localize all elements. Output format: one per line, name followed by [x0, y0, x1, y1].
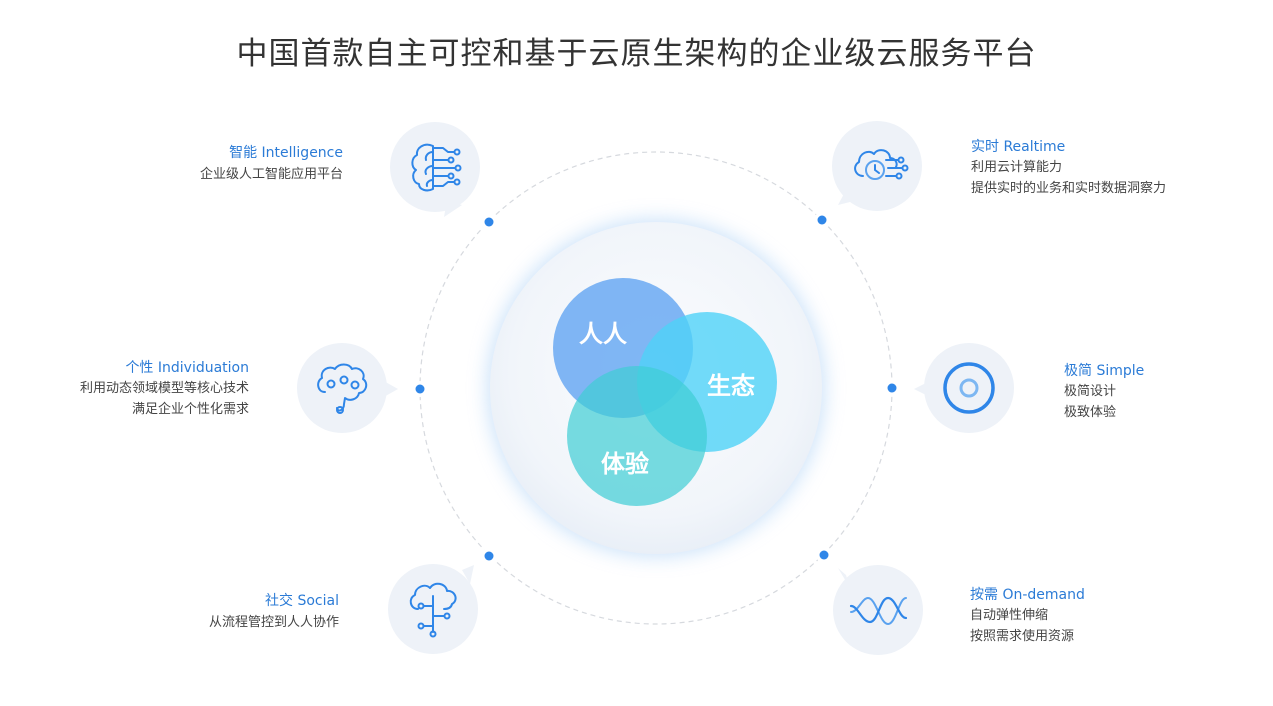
ring-dot-intelligence: [481, 214, 497, 230]
feature-title-individuation: 个性 Individuation: [125, 360, 249, 376]
wave-icon: [849, 596, 908, 625]
feature-desc-realtime-2: 提供实时的业务和实时数据洞察力: [971, 181, 1167, 196]
brain-gears-icon: [317, 363, 368, 414]
venn-label-renren: 人人: [579, 320, 627, 348]
feature-desc-intelligence-1: 企业级人工智能应用平台: [199, 167, 343, 182]
feature-desc-individuation-1: 利用动态领域模型等核心技术: [79, 381, 249, 396]
feature-desc-simple-2: 极致体验: [1064, 405, 1117, 420]
venn-label-shengtai: 生态: [707, 372, 755, 400]
feature-desc-social-1: 从流程管控到人人协作: [208, 615, 339, 630]
feature-title-realtime: 实时 Realtime: [971, 139, 1066, 155]
ring-dot-ondemand: [816, 547, 832, 563]
cloud-clock-icon: [854, 149, 909, 180]
feature-title-simple: 极简 Simple: [1064, 363, 1145, 379]
feature-desc-realtime-1: 利用云计算能力: [971, 160, 1063, 175]
ring-dot-simple: [884, 380, 900, 396]
feature-title-intelligence: 智能 Intelligence: [229, 145, 343, 161]
venn-circle-tiyan: [567, 366, 707, 506]
feature-desc-individuation-2: 满足企业个性化需求: [131, 402, 249, 417]
brain-circuit-icon: [411, 143, 462, 192]
bubble-intelligence: [390, 122, 480, 217]
ring-dot-social: [481, 548, 497, 564]
ring-dot-realtime: [814, 212, 830, 228]
bubble-simple: [914, 343, 1014, 433]
ring-dot-individuation: [412, 381, 428, 397]
cloud-network-icon: [409, 582, 457, 638]
feature-title-social: 社交 Social: [265, 593, 339, 609]
bubble-individuation: [297, 343, 398, 433]
venn-label-tiyan: 体验: [601, 450, 649, 478]
feature-desc-ondemand-2: 按照需求使用资源: [970, 629, 1075, 644]
page-title: 中国首款自主可控和基于云原生架构的企业级云服务平台: [236, 36, 1037, 72]
feature-desc-ondemand-1: 自动弹性伸缩: [970, 608, 1049, 623]
bubble-realtime: [832, 121, 922, 211]
target-ring-icon: [943, 362, 995, 414]
feature-title-ondemand: 按需 On-demand: [970, 587, 1085, 603]
feature-desc-simple-1: 极简设计: [1064, 384, 1117, 399]
